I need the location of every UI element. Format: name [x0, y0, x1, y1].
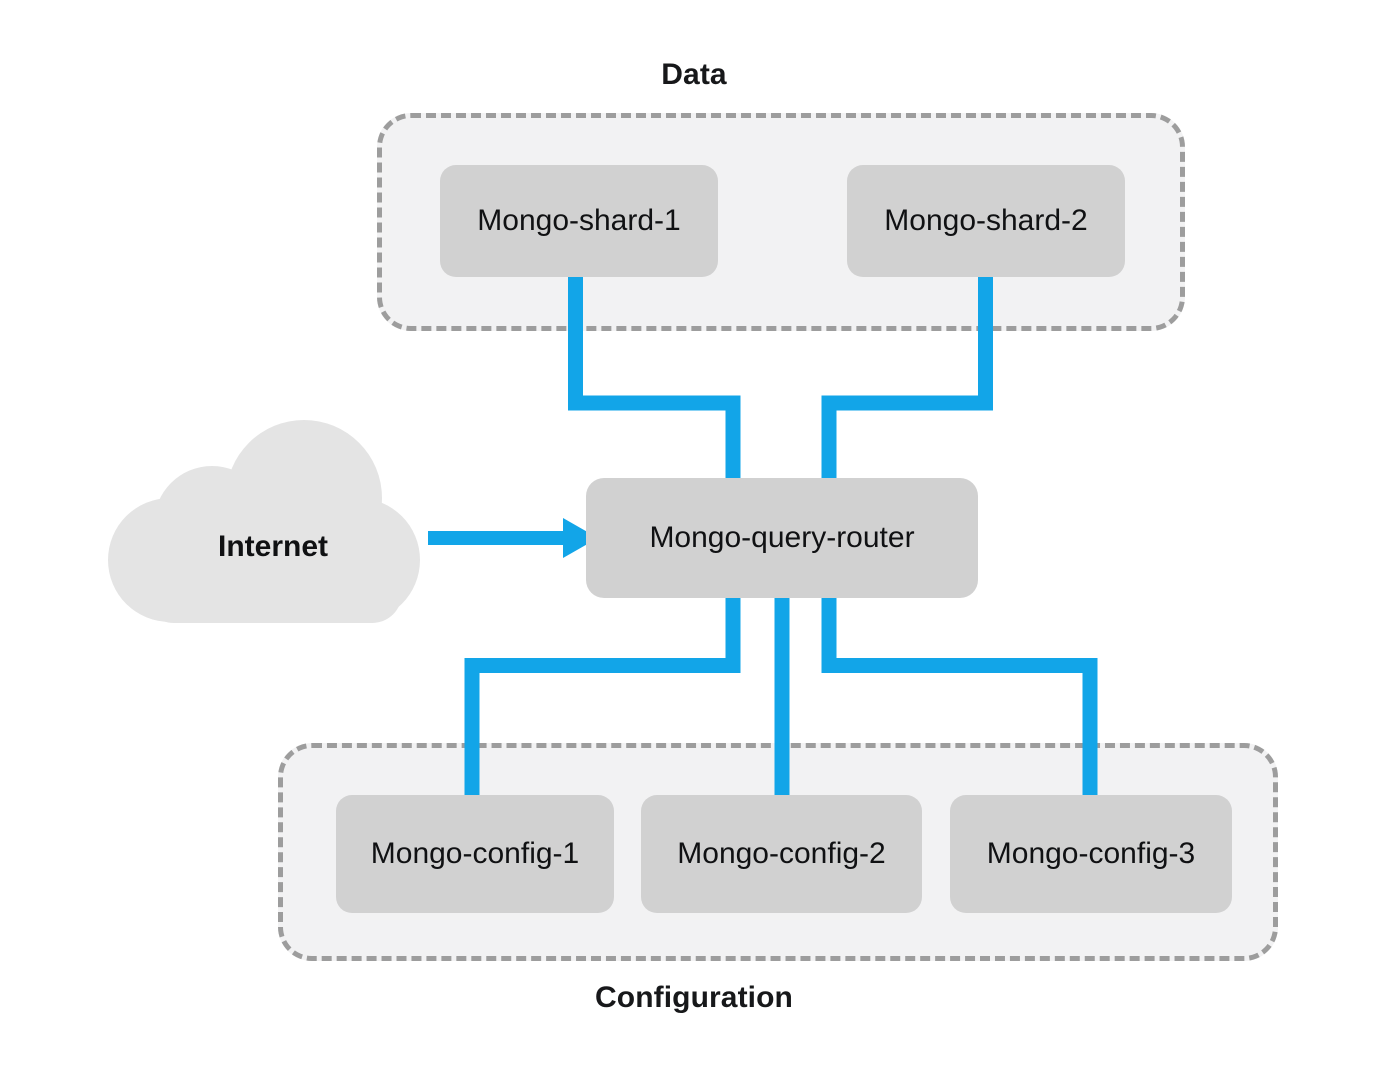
internet-label: Internet: [217, 530, 328, 563]
internet-cloud-shape: [108, 420, 458, 630]
node-mongo-config-3[interactable]: Mongo-config-3: [950, 795, 1232, 913]
node-mongo-shard-2[interactable]: Mongo-shard-2: [847, 165, 1125, 277]
node-mongo-shard-1[interactable]: Mongo-shard-1: [440, 165, 718, 277]
node-mongo-query-router[interactable]: Mongo-query-router: [586, 478, 978, 598]
cloud-icon: [108, 420, 420, 623]
configuration-group-caption: Configuration: [595, 981, 793, 1014]
node-mongo-config-1[interactable]: Mongo-config-1: [336, 795, 614, 913]
node-mongo-config-2[interactable]: Mongo-config-2: [641, 795, 922, 913]
data-group-caption: Data: [661, 58, 727, 91]
